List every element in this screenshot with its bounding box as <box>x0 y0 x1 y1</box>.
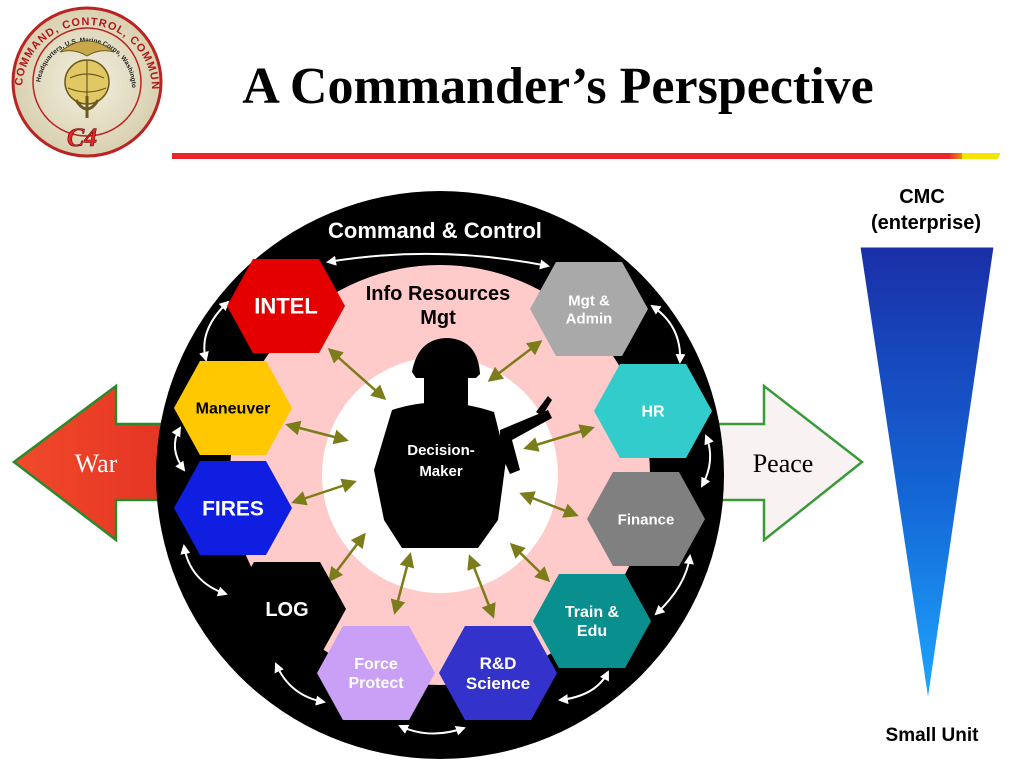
link-log-force <box>274 662 326 706</box>
scale-indicator: CMC (enterprise) Small Unit <box>859 186 995 746</box>
node-hr-hexagon <box>594 364 712 458</box>
node-mgt-label: Admin <box>566 310 613 327</box>
spoke-arrow-finance <box>519 491 579 518</box>
node-mgt: Mgt &Admin <box>530 262 648 356</box>
node-force-label: Protect <box>348 675 404 692</box>
node-hr: HR <box>594 364 712 458</box>
node-force-hexagon <box>317 626 435 720</box>
node-force-label: Force <box>354 656 398 673</box>
node-link-arrows <box>171 300 714 736</box>
spoke-arrow-mgt <box>487 340 543 382</box>
spoke-arrows <box>285 340 595 619</box>
node-maneuver-hexagon <box>174 361 292 455</box>
node-mgt-hexagon <box>530 262 648 356</box>
cmc-label-line: CMC <box>899 186 945 208</box>
node-rd-hexagon <box>439 626 557 720</box>
link-hr-mgt <box>650 304 686 364</box>
spoke-arrow-maneuver <box>285 420 349 445</box>
link-finance-hr <box>701 434 714 488</box>
small-unit-label: Small Unit <box>886 725 980 746</box>
node-rd-label: Science <box>466 674 530 693</box>
link-force-rd <box>398 724 466 736</box>
link-maneuver-fires <box>171 426 186 472</box>
node-layer: INTELManeuverFIRESLOGForceProtectR&DScie… <box>174 259 712 720</box>
spoke-arrow-hr <box>523 424 595 452</box>
spoke-arrow-rd <box>467 554 496 619</box>
node-finance-label: Finance <box>618 511 675 528</box>
node-intel: INTEL <box>227 259 345 353</box>
node-train-label: Train & <box>565 604 620 621</box>
title-underline-bar <box>172 153 998 159</box>
cmc-label-line: (enterprise) <box>871 212 981 234</box>
page-title: A Commander’s Perspective <box>242 58 874 115</box>
node-train-label: Edu <box>577 623 607 640</box>
eagle-globe-anchor-icon <box>59 40 115 118</box>
node-maneuver-label: Maneuver <box>196 401 271 418</box>
logo-badge: C4 <box>67 123 97 152</box>
spoke-arrow-train <box>509 542 551 583</box>
info-resources-line: Mgt <box>420 307 456 329</box>
node-intel-hexagon <box>227 259 345 353</box>
soldier-silhouette-icon <box>374 338 552 548</box>
decision-maker-line: Decision- <box>407 442 475 459</box>
decision-maker-label: Decision- Maker <box>407 442 475 480</box>
info-resources-line: Info Resources <box>366 283 510 305</box>
node-intel-label: INTEL <box>254 294 318 319</box>
node-hr-label: HR <box>641 404 665 421</box>
node-fires-label: FIRES <box>202 497 264 520</box>
node-fires: FIRES <box>174 461 292 555</box>
title-bar-accent <box>962 153 1000 159</box>
war-label: War <box>75 449 118 478</box>
node-train: Train & Edu <box>533 574 651 668</box>
node-mgt-label: Mgt & <box>568 292 610 309</box>
command-control-label: Command & Control <box>328 218 542 243</box>
node-finance: Finance <box>587 472 705 566</box>
link-fires-log <box>180 544 228 597</box>
node-log-label: LOG <box>265 599 308 621</box>
node-maneuver: Maneuver <box>174 361 292 455</box>
spoke-arrow-force <box>390 552 415 615</box>
node-log: LOG <box>228 562 346 656</box>
decision-maker-line: Maker <box>419 463 463 480</box>
link-rd-train <box>558 670 609 705</box>
node-finance-hexagon <box>587 472 705 566</box>
spoke-arrow-log <box>328 532 366 583</box>
command-control-arrow <box>326 252 550 270</box>
link-intel-maneuver <box>199 300 230 362</box>
node-rd-label: R&D <box>480 654 517 673</box>
spoke-arrow-intel <box>327 348 387 400</box>
node-log-hexagon <box>228 562 346 656</box>
link-train-finance <box>654 554 694 616</box>
node-fires-hexagon <box>174 461 292 555</box>
scale-triangle <box>859 246 995 701</box>
peace-label: Peace <box>753 449 814 478</box>
node-train-hexagon <box>533 574 651 668</box>
spoke-arrow-fires <box>291 478 357 506</box>
info-resources-label: Info Resources Mgt <box>366 283 510 329</box>
c4-logo: COMMAND, CONTROL, COMMUNICATIONS AND COM… <box>0 0 163 158</box>
